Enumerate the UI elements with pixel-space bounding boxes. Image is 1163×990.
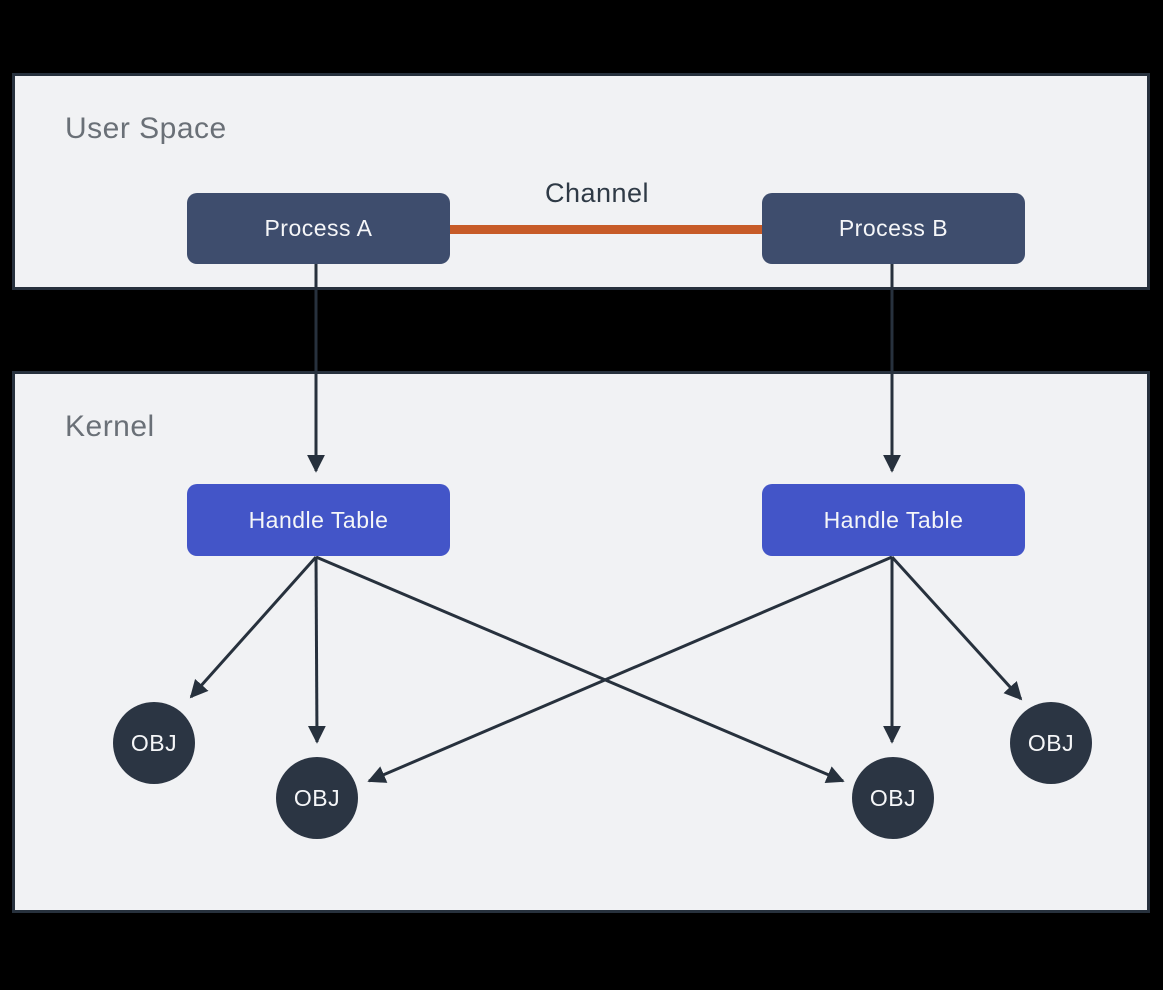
channel-label: Channel	[544, 178, 650, 208]
obj-circle-1: OBJ	[113, 702, 195, 784]
process-a-node: Process A	[187, 193, 450, 264]
handle-table-left-node: Handle Table	[187, 484, 450, 556]
user-space-label: User Space	[65, 112, 227, 145]
obj-circle-4: OBJ	[1010, 702, 1092, 784]
process-b-node: Process B	[762, 193, 1025, 264]
handle-table-right-node: Handle Table	[762, 484, 1025, 556]
kernel-label: Kernel	[65, 410, 155, 443]
obj-circle-2: OBJ	[276, 757, 358, 839]
kernel-panel: Kernel	[12, 371, 1150, 913]
obj-circle-3: OBJ	[852, 757, 934, 839]
